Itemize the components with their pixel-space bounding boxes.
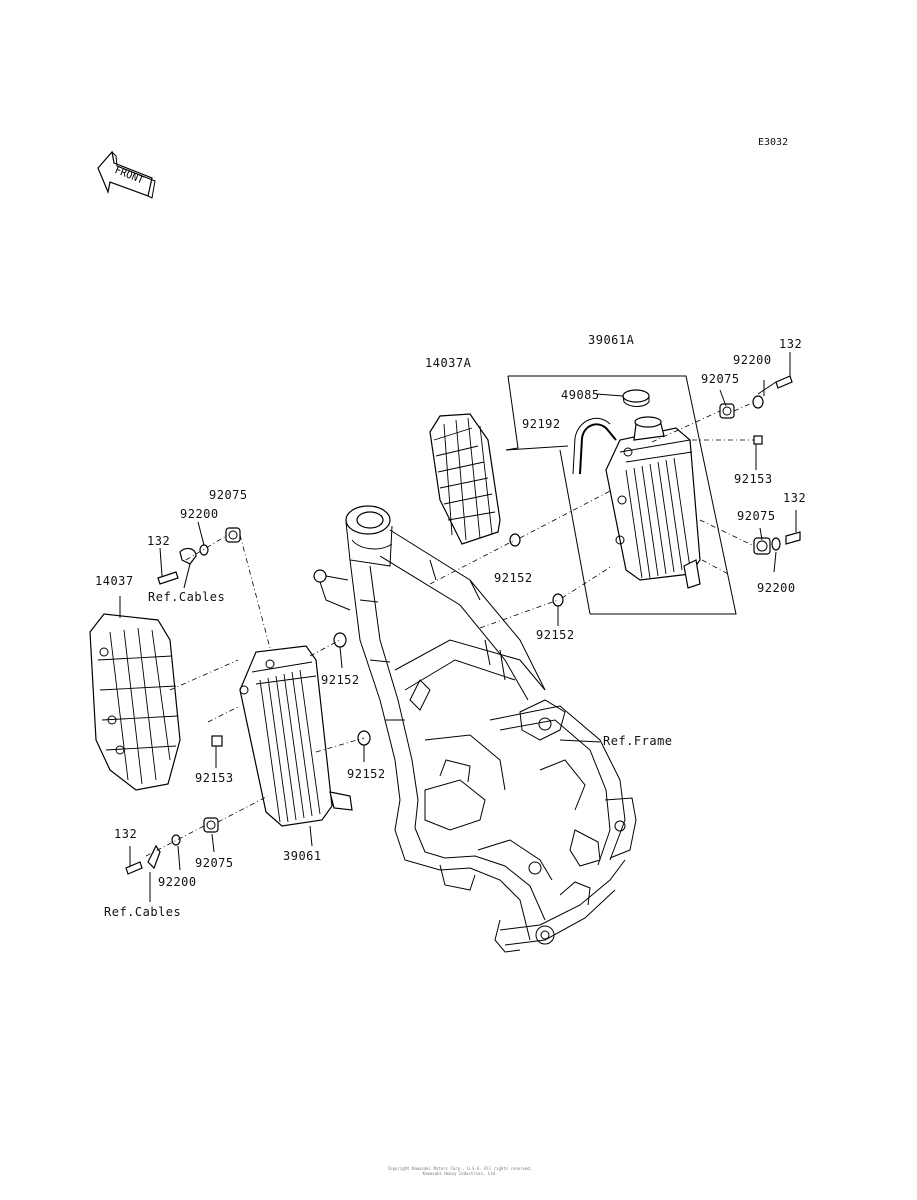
copyright-footer: Copyright Kawasaki Motors Corp., U.S.A. … xyxy=(330,1166,590,1176)
callout-49085[interactable]: 49085 xyxy=(561,388,600,402)
copyright-line-2: Kawasaki Heavy Industries, Ltd. xyxy=(422,1171,498,1176)
nut-92153-left xyxy=(211,735,223,747)
callout-14037[interactable]: 14037 xyxy=(95,574,134,588)
callout-14037A[interactable]: 14037A xyxy=(425,356,472,370)
callout-92152-left-upper[interactable]: 92152 xyxy=(321,673,360,687)
grommet-92075-right xyxy=(753,537,771,555)
radiator-left xyxy=(239,645,353,827)
callout-132-left[interactable]: 132 xyxy=(147,534,171,548)
grommet-92075-left xyxy=(225,527,241,543)
overflow-hose xyxy=(572,417,617,475)
callout-132-top-right[interactable]: 132 xyxy=(779,337,803,351)
callout-92075-right[interactable]: 92075 xyxy=(737,509,776,523)
callout-92153-left[interactable]: 92153 xyxy=(195,771,234,785)
frame xyxy=(313,505,637,953)
washer-92200-top-right xyxy=(752,395,764,409)
bolt-132-bottom-left xyxy=(125,861,143,875)
ref-frame[interactable]: Ref.Frame xyxy=(603,734,673,748)
ref-cables-bottom-left[interactable]: Ref.Cables xyxy=(104,905,182,919)
callout-92200-bottom-left[interactable]: 92200 xyxy=(158,875,197,889)
front-arrow-icon: FRONT xyxy=(97,150,156,199)
washer-92200-right xyxy=(771,537,781,551)
cable-clamp-bottom-left xyxy=(147,844,161,870)
bolt-132-right xyxy=(785,531,801,545)
callout-92200-right[interactable]: 92200 xyxy=(757,581,796,595)
callout-39061A[interactable]: 39061A xyxy=(588,333,635,347)
collar-92152-lower xyxy=(552,593,564,607)
callout-92075-left[interactable]: 92075 xyxy=(209,488,248,502)
radiator-guard-right xyxy=(429,413,501,545)
callout-92152-middle[interactable]: 92152 xyxy=(494,571,533,585)
collar-92152-upper xyxy=(509,533,521,547)
bolt-132-left xyxy=(157,571,179,585)
figure-code: E3032 xyxy=(758,137,789,148)
callout-39061[interactable]: 39061 xyxy=(283,849,322,863)
callout-lines xyxy=(119,352,797,902)
ref-cables-left[interactable]: Ref.Cables xyxy=(148,590,226,604)
callout-92200-left[interactable]: 92200 xyxy=(180,507,219,521)
callout-92075-top-right[interactable]: 92075 xyxy=(701,372,740,386)
callout-132-bottom-left[interactable]: 132 xyxy=(114,827,138,841)
callout-132-right[interactable]: 132 xyxy=(783,491,807,505)
callout-92153-right[interactable]: 92153 xyxy=(734,472,773,486)
callout-92192[interactable]: 92192 xyxy=(522,417,561,431)
radiator-cap xyxy=(622,389,650,407)
callout-92152-left-lower[interactable]: 92152 xyxy=(347,767,386,781)
nut-92153-right xyxy=(753,435,763,445)
callout-92075-bottom-left[interactable]: 92075 xyxy=(195,856,234,870)
collar-92152-left-upper xyxy=(333,632,347,648)
grommet-92075-bottom-left xyxy=(203,817,219,833)
washer-92200-left xyxy=(199,544,209,556)
copyright-line-1: Copyright Kawasaki Motors Corp., U.S.A. … xyxy=(387,1166,533,1171)
callout-92152-right[interactable]: 92152 xyxy=(536,628,575,642)
radiator-guard-left xyxy=(89,613,181,791)
bolt-132-top-right xyxy=(757,375,793,395)
radiator-right xyxy=(605,416,701,589)
cable-clamp-left xyxy=(179,547,197,565)
washer-92200-bottom-left xyxy=(171,834,181,846)
grommet-92075-top-right xyxy=(719,403,735,419)
callout-92200-top-right[interactable]: 92200 xyxy=(733,353,772,367)
